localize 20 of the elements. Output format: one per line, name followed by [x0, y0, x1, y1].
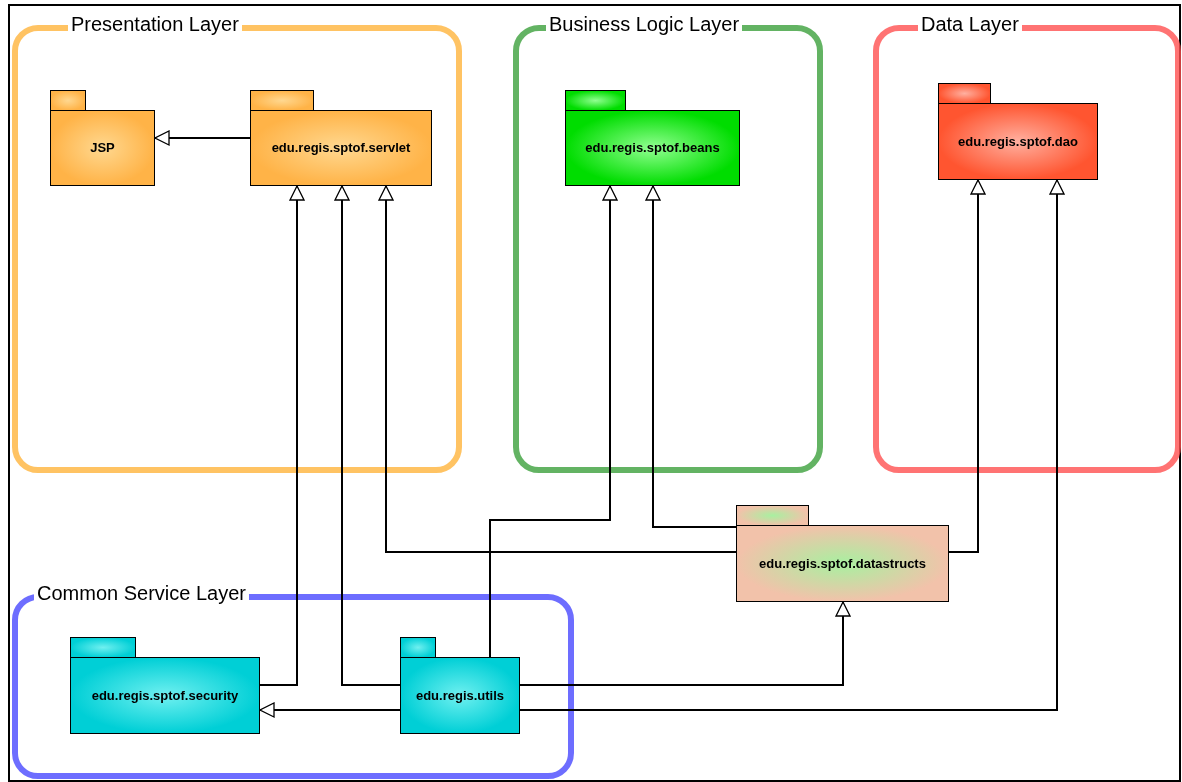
package-name: edu.regis.sptof.datastructs	[758, 555, 927, 571]
layer-title: Common Service Layer	[34, 582, 249, 604]
package-name: edu.regis.utils	[414, 687, 506, 703]
package-name: edu.regis.sptof.dao	[957, 133, 1079, 149]
dependency-arrow	[489, 185, 618, 658]
dependency-arrow	[645, 185, 737, 528]
dependency-arrow	[948, 179, 986, 553]
dependency-arrow	[519, 179, 1065, 711]
package-name: JSP	[89, 140, 116, 155]
dependency-arrow	[378, 185, 737, 553]
dependency-arrow	[519, 601, 851, 686]
package-name: edu.regis.sptof.beans	[584, 140, 721, 155]
dependency-arrow	[154, 130, 251, 146]
package-name: edu.regis.sptof.servlet	[270, 140, 412, 155]
layer-title: Presentation Layer	[68, 13, 242, 35]
dependency-arrow	[334, 185, 401, 686]
layer-title: Business Logic Layer	[546, 13, 743, 35]
package-name: edu.regis.sptof.security	[90, 687, 240, 703]
dependency-arrow	[259, 702, 401, 718]
dependency-arrow	[259, 185, 305, 686]
